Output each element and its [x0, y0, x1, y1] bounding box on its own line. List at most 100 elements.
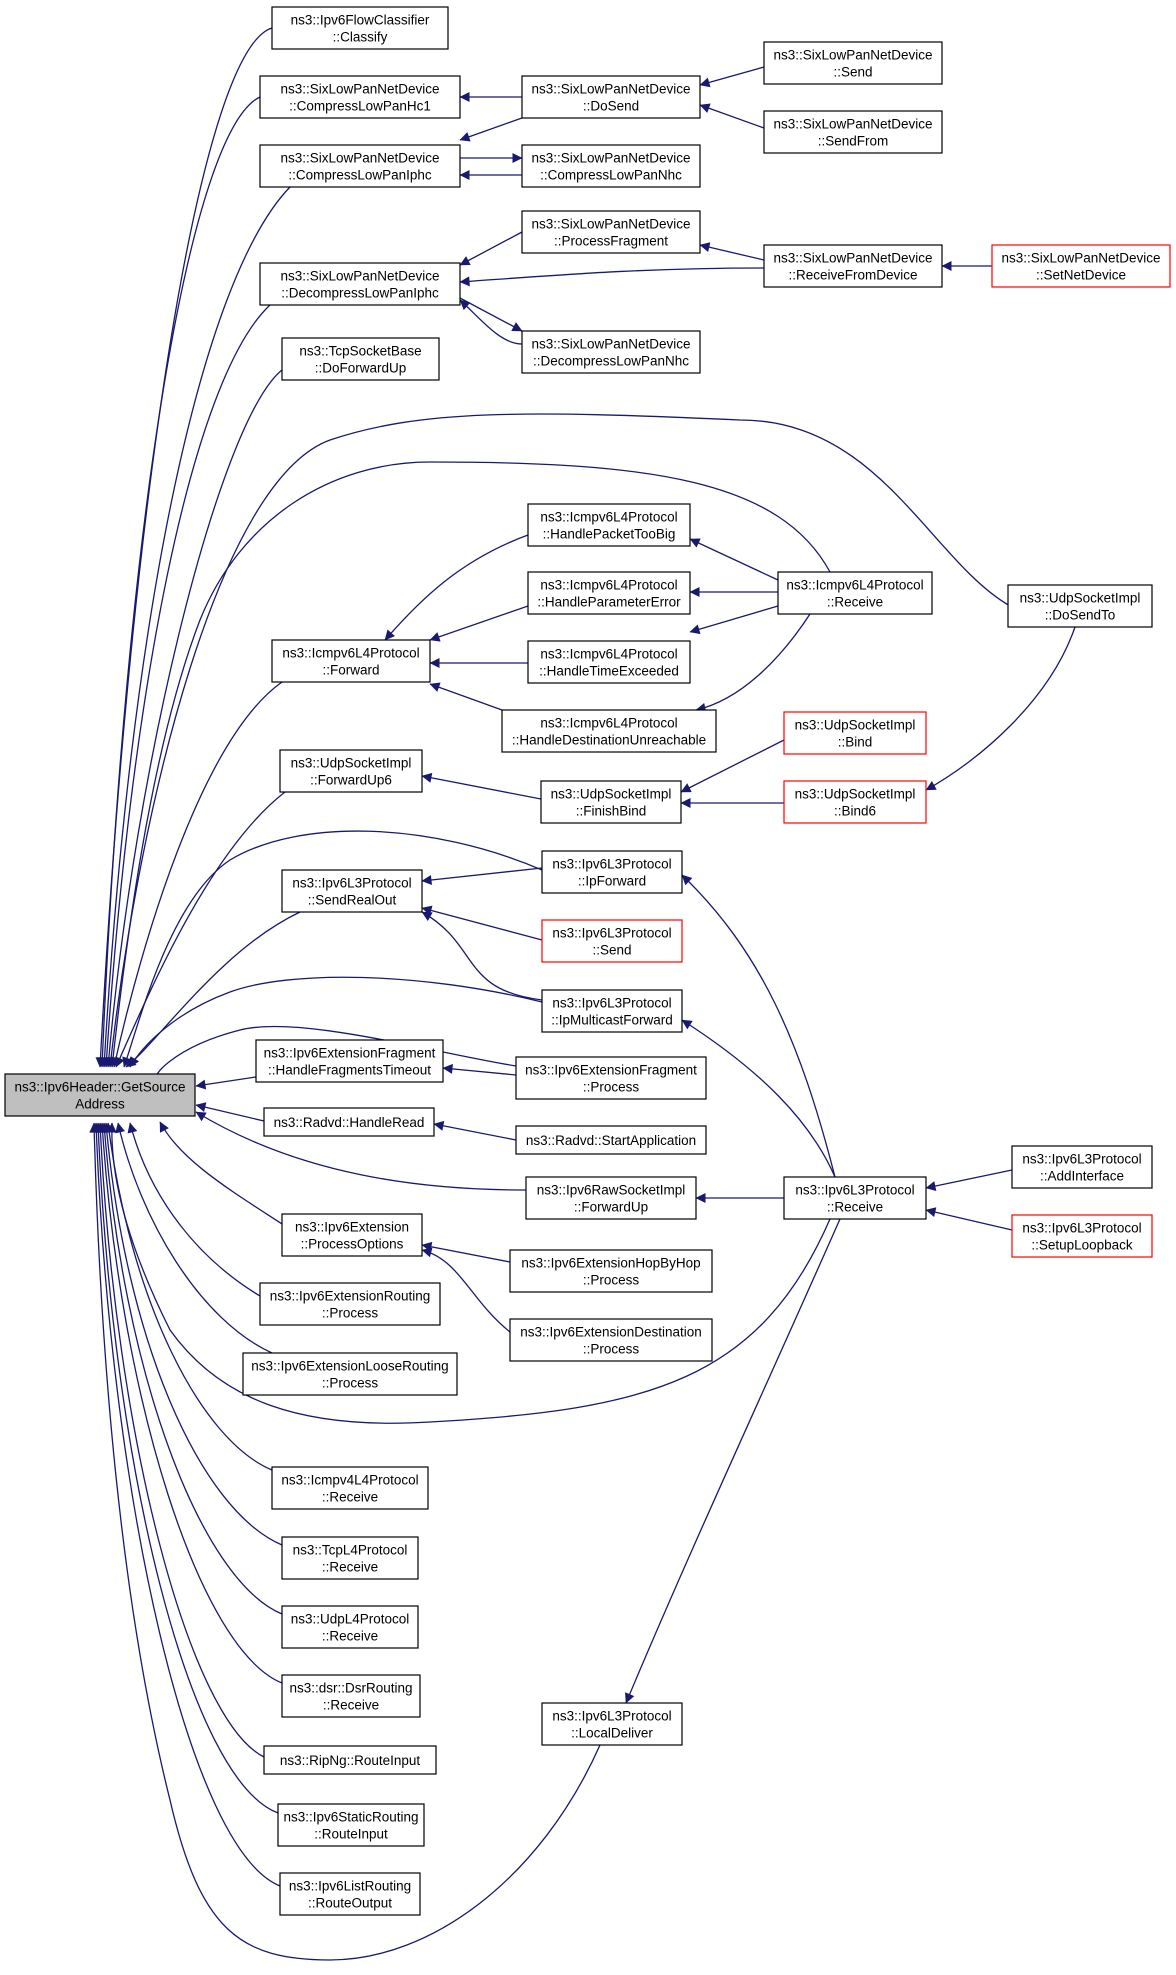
node-setup-loopback[interactable]: ns3::Ipv6L3Protocol::SetupLoopback: [1011, 1214, 1153, 1258]
node-handle-dest-unreach[interactable]: ns3::Icmpv6L4Protocol::HandleDestination…: [501, 709, 717, 753]
call-edge-e-l3send-sro: [421, 905, 543, 941]
node-frag-process[interactable]: ns3::Ipv6ExtensionFragment::Process: [515, 1056, 707, 1100]
node-label: ns3::UdpSocketImpl: [1020, 591, 1141, 606]
node-box: [541, 989, 683, 1033]
node-frag-timeout[interactable]: ns3::Ipv6ExtensionFragment::HandleFragme…: [255, 1039, 444, 1083]
node-set-net-device[interactable]: ns3::SixLowPanNetDevice::SetNetDevice: [991, 244, 1171, 288]
node-ext-destination[interactable]: ns3::Ipv6ExtensionDestination::Process: [509, 1318, 713, 1362]
node-label: ::HandleParameterError: [537, 595, 681, 610]
node-icmpv4-receive[interactable]: ns3::Icmpv4L4Protocol::Receive: [271, 1466, 429, 1510]
node-list-route-output[interactable]: ns3::Ipv6ListRouting::RouteOutput: [279, 1872, 421, 1916]
call-edge-e-dest-procopts: [421, 1247, 511, 1333]
node-label: ns3::Ipv6L3Protocol: [1022, 1152, 1141, 1167]
node-label: ::DecompressLowPanNhc: [533, 354, 689, 369]
node-label: ns3::Icmpv6L4Protocol: [282, 646, 419, 661]
node-label: ::CompressLowPanHc1: [289, 99, 431, 114]
call-edge-e-iphc: [99, 186, 291, 1068]
node-label: ns3::Ipv6L3Protocol: [1022, 1221, 1141, 1236]
node-label: ::DoForwardUp: [315, 361, 407, 376]
node-label: ::CompressLowPanIphc: [288, 168, 432, 183]
node-decompress-iphc[interactable]: ns3::SixLowPanNetDevice::DecompressLowPa…: [259, 262, 461, 306]
node-decompress-nhc[interactable]: ns3::SixLowPanNetDevice::DecompressLowPa…: [521, 330, 701, 374]
node-l3-receive[interactable]: ns3::Ipv6L3Protocol::Receive: [783, 1176, 927, 1220]
node-receive-from-device[interactable]: ns3::SixLowPanNetDevice::ReceiveFromDevi…: [763, 244, 943, 288]
node-compress-nhc[interactable]: ns3::SixLowPanNetDevice::CompressLowPanN…: [521, 144, 701, 188]
node-udp-l4-receive[interactable]: ns3::UdpL4Protocol::Receive: [281, 1605, 419, 1649]
node-icmpv6-receive[interactable]: ns3::Icmpv6L4Protocol::Receive: [777, 571, 933, 615]
node-ripng-route-input[interactable]: ns3::RipNg::RouteInput: [263, 1745, 437, 1775]
node-local-deliver[interactable]: ns3::Ipv6L3Protocol::LocalDeliver: [541, 1702, 683, 1746]
node-udp-do-send-to[interactable]: ns3::UdpSocketImpl::DoSendTo: [1007, 584, 1153, 628]
node-box: [271, 639, 431, 683]
node-radvd-start[interactable]: ns3::Radvd::StartApplication: [515, 1125, 707, 1155]
call-edge-e-dest-fwd: [429, 682, 503, 711]
node-label: ns3::Ipv6L3Protocol: [292, 876, 411, 891]
call-edge-e-icmprecv-time: [689, 605, 779, 635]
node-ext-routing[interactable]: ns3::Ipv6ExtensionRouting::Process: [259, 1282, 441, 1326]
node-udp-bind[interactable]: ns3::UdpSocketImpl::Bind: [783, 711, 927, 755]
node-l3-send[interactable]: ns3::Ipv6L3Protocol::Send: [541, 919, 683, 963]
node-radvd-handle[interactable]: ns3::Radvd::HandleRead: [263, 1107, 435, 1137]
node-label: ::SetupLoopback: [1031, 1238, 1133, 1253]
call-edge-e-localdeliver: [89, 1122, 601, 1961]
node-icmp-forward[interactable]: ns3::Icmpv6L4Protocol::Forward: [271, 639, 431, 683]
node-box: [281, 1213, 423, 1257]
node-box: [279, 749, 423, 793]
node-add-interface[interactable]: ns3::Ipv6L3Protocol::AddInterface: [1011, 1145, 1153, 1189]
call-edge-e-tcpbase: [103, 369, 283, 1068]
call-edge-e-radvdstart-handle: [433, 1120, 517, 1141]
call-edge-e-ipfwd-sro: [421, 867, 543, 885]
call-edge-e-dosendto: [106, 413, 1011, 1068]
node-compress-hc1[interactable]: ns3::SixLowPanNetDevice::CompressLowPanH…: [259, 75, 461, 119]
node-label: ns3::Ipv6ListRouting: [289, 1879, 411, 1894]
node-label: ns3::Ipv6ExtensionHopByHop: [521, 1256, 700, 1271]
node-ext-loose[interactable]: ns3::Ipv6ExtensionLooseRouting::Process: [242, 1352, 458, 1396]
call-edge-e-static: [93, 1122, 279, 1814]
node-label: ::DoSendTo: [1045, 608, 1116, 623]
node-ext-process-options[interactable]: ns3::Ipv6Extension::ProcessOptions: [281, 1213, 423, 1257]
node-box: [783, 780, 927, 824]
node-handle-param-err[interactable]: ns3::Icmpv6L4Protocol::HandleParameterEr…: [527, 571, 691, 615]
node-label: ns3::SixLowPanNetDevice: [773, 48, 932, 63]
node-dev-send-from[interactable]: ns3::SixLowPanNetDevice::SendFrom: [763, 110, 943, 154]
node-tcp-socket-base[interactable]: ns3::TcpSocketBase::DoForwardUp: [281, 337, 440, 381]
call-edge-e-dsr: [97, 1122, 283, 1684]
node-label: ns3::Icmpv6L4Protocol: [540, 578, 677, 593]
node-box: [521, 210, 701, 254]
call-edge-e-dosend-iphc: [459, 117, 523, 142]
node-hop-by-hop[interactable]: ns3::Ipv6ExtensionHopByHop::Process: [509, 1249, 713, 1293]
node-dev-send[interactable]: ns3::SixLowPanNetDevice::Send: [763, 41, 943, 85]
node-label: ::DecompressLowPanIphc: [281, 286, 439, 301]
call-edge-e-procopts: [159, 1121, 283, 1225]
node-process-fragment[interactable]: ns3::SixLowPanNetDevice::ProcessFragment: [521, 210, 701, 254]
node-tcp-l4-receive[interactable]: ns3::TcpL4Protocol::Receive: [281, 1536, 419, 1580]
call-edge-e-rfd-procfrag: [699, 242, 765, 261]
node-ip-forward[interactable]: ns3::Ipv6L3Protocol::IpForward: [541, 850, 683, 894]
node-static-route-input[interactable]: ns3::Ipv6StaticRouting::RouteInput: [277, 1803, 425, 1847]
node-compress-iphc[interactable]: ns3::SixLowPanNetDevice::CompressLowPanI…: [259, 144, 461, 188]
node-box: [541, 919, 683, 963]
node-finish-bind[interactable]: ns3::UdpSocketImpl::FinishBind: [540, 780, 682, 824]
node-label: ns3::Ipv6RawSocketImpl: [537, 1183, 686, 1198]
node-send-real-out[interactable]: ns3::Ipv6L3Protocol::SendRealOut: [281, 869, 423, 913]
node-handle-too-big[interactable]: ns3::Icmpv6L4Protocol::HandlePacketTooBi…: [527, 503, 691, 547]
node-flow-classify[interactable]: ns3::Ipv6FlowClassifier::Classify: [271, 6, 449, 50]
node-raw-forward-up[interactable]: ns3::Ipv6RawSocketImpl::ForwardUp: [525, 1176, 697, 1220]
call-edge-e-dnhc-decomp: [459, 299, 523, 345]
node-handle-time-exceeded[interactable]: ns3::Icmpv6L4Protocol::HandleTimeExceede…: [527, 640, 691, 684]
node-label: ns3::SixLowPanNetDevice: [280, 269, 439, 284]
node-label: ns3::dsr::DsrRouting: [289, 1681, 412, 1696]
node-label: ns3::UdpSocketImpl: [551, 787, 672, 802]
node-label: ::Receive: [827, 1200, 883, 1215]
node-do-send[interactable]: ns3::SixLowPanNetDevice::DoSend: [521, 75, 701, 119]
node-label: ::RouteInput: [314, 1827, 388, 1842]
node-label: ::Classify: [333, 30, 388, 45]
node-udp-bind6[interactable]: ns3::UdpSocketImpl::Bind6: [783, 780, 927, 824]
node-dsr-receive[interactable]: ns3::dsr::DsrRouting::Receive: [281, 1674, 421, 1718]
node-box: [783, 711, 927, 755]
node-ip-mcast-forward[interactable]: ns3::Ipv6L3Protocol::IpMulticastForward: [541, 989, 683, 1033]
node-udp-forwardup6[interactable]: ns3::UdpSocketImpl::ForwardUp6: [279, 749, 423, 793]
node-box: [541, 1702, 683, 1746]
node-label: ::CompressLowPanNhc: [540, 168, 682, 183]
node-box: [271, 1466, 429, 1510]
